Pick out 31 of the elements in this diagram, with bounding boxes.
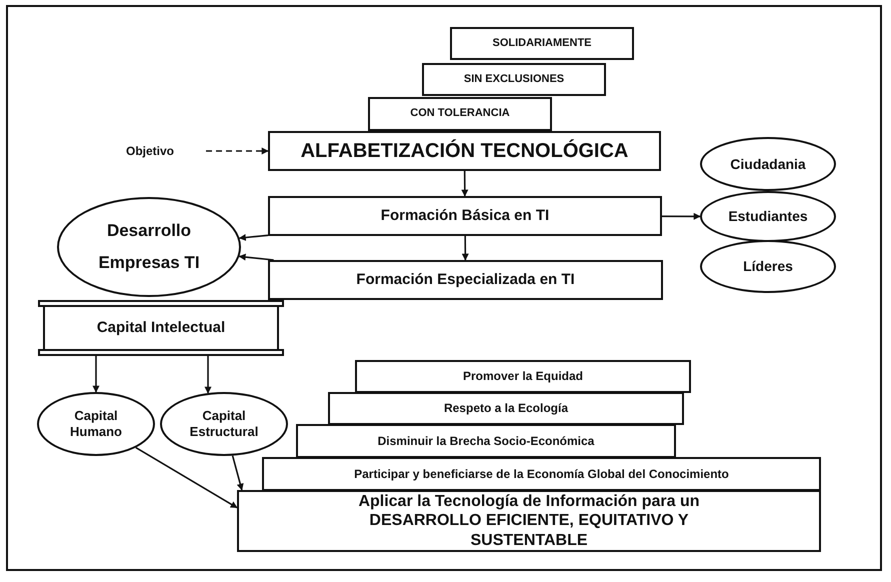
arrow (204, 356, 212, 394)
node-text: Aplicar la Tecnología de Información para un DESARROLLO EFICIENTE, EQUITATIVO Y SUSTENTABLE (357, 492, 701, 550)
node-text: Capital Intelectual (96, 319, 226, 337)
arrow (461, 171, 468, 197)
result-box (237, 490, 821, 552)
process-box: Formación Especializada en TI (268, 260, 663, 300)
node-text: Desarrollo Empresas TI (97, 220, 201, 274)
capital-oval: Capital Humano (37, 392, 155, 456)
arrow (238, 254, 274, 261)
label-box: SOLIDARIAMENTE (450, 27, 634, 60)
audience-oval: Ciudadania (700, 137, 836, 191)
capital-oval: Capital Estructural (160, 392, 288, 456)
label-box: CON TOLERANCIA (368, 97, 552, 131)
process-box: Formación Básica en TI (268, 196, 662, 236)
arrow (232, 456, 244, 491)
label-box: SIN EXCLUSIONES (422, 63, 606, 96)
arrow (135, 446, 238, 508)
arrow (206, 148, 269, 154)
objective-label: Objetivo (126, 144, 174, 158)
principle-box: Respeto a la Ecología (328, 392, 684, 425)
principle-box: Promover la Equidad (355, 360, 691, 393)
audience-oval: Líderes (700, 240, 836, 293)
arrow (238, 234, 268, 241)
principle-box: Participar y beneficiarse de la Economía Global del Conocimiento (262, 457, 821, 491)
capital-block (38, 300, 284, 356)
principle-box: Disminuir la Brecha Socio-Económica (296, 424, 676, 458)
arrow (462, 236, 469, 261)
arrow (92, 356, 100, 393)
goal-box: ALFABETIZACIÓN TECNOLÓGICA (268, 131, 661, 171)
audience-oval: Estudiantes (700, 191, 836, 242)
arrow (662, 212, 701, 220)
